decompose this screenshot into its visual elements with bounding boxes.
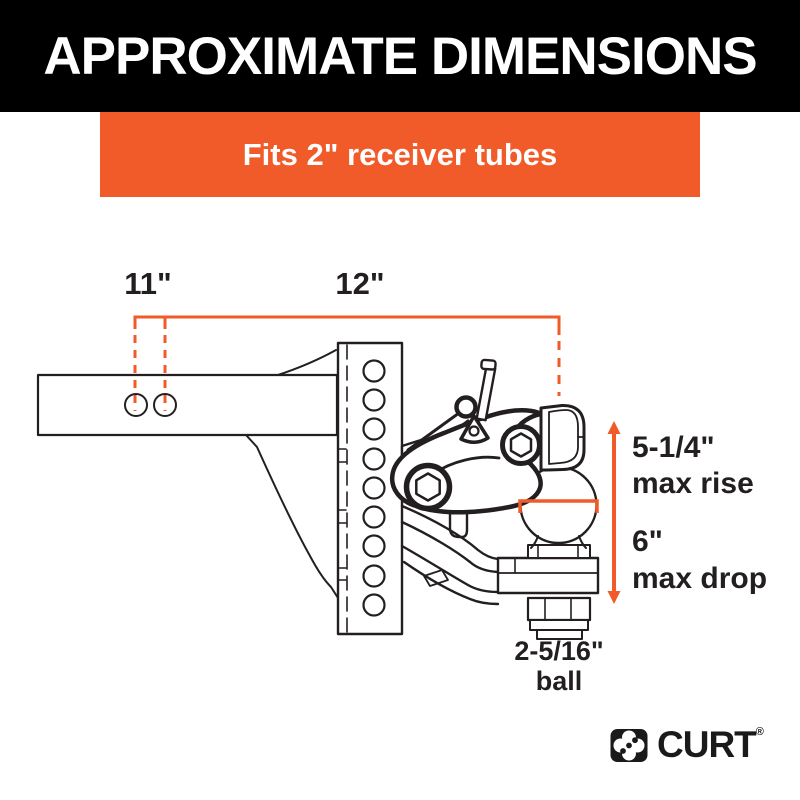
ball-value: 2-5/16" [514,636,604,666]
subheader-text: Fits 2" receiver tubes [242,136,558,172]
lower-jaw [400,504,500,606]
hitch-line-art [36,341,600,640]
dimension-lines [133,315,621,604]
registered-mark: ® [755,726,764,738]
dim-label-max-drop: 6" max drop [632,523,767,597]
drop-value: 6" [632,525,663,558]
subheader-banner: Fits 2" receiver tubes [100,112,700,197]
ball-diameter-bracket [518,499,599,513]
dim-label-length: 12" [335,266,385,301]
ball-platform [496,544,600,640]
brand-wordmark: CURT® [657,724,764,765]
shank [36,373,339,437]
dim-label-ball-size: 2-5/16" ball [489,636,629,696]
curt-logo: CURT® [610,724,764,765]
page-title: APPROXIMATE DIMENSIONS [43,26,757,86]
dim-label-hole-spacing: 11" [124,266,172,301]
lower-hex-bolt [403,462,453,512]
ball-caption: ball [535,666,583,696]
safety-pin [475,358,497,422]
dim-label-max-rise: 5-1/4" max rise [632,430,754,502]
header-banner: APPROXIMATE DIMENSIONS [0,0,800,112]
pin-ring [454,395,478,419]
adjustment-plate [336,341,404,636]
rise-value: 5-1/4" [632,431,715,464]
curt-clover-logo-icon [610,728,648,762]
upper-hex-bolt [500,424,542,466]
brand-text: CURT [657,724,757,765]
pintle-hook [389,358,586,515]
rise-caption: max rise [632,467,754,500]
drop-caption: max drop [632,562,768,595]
